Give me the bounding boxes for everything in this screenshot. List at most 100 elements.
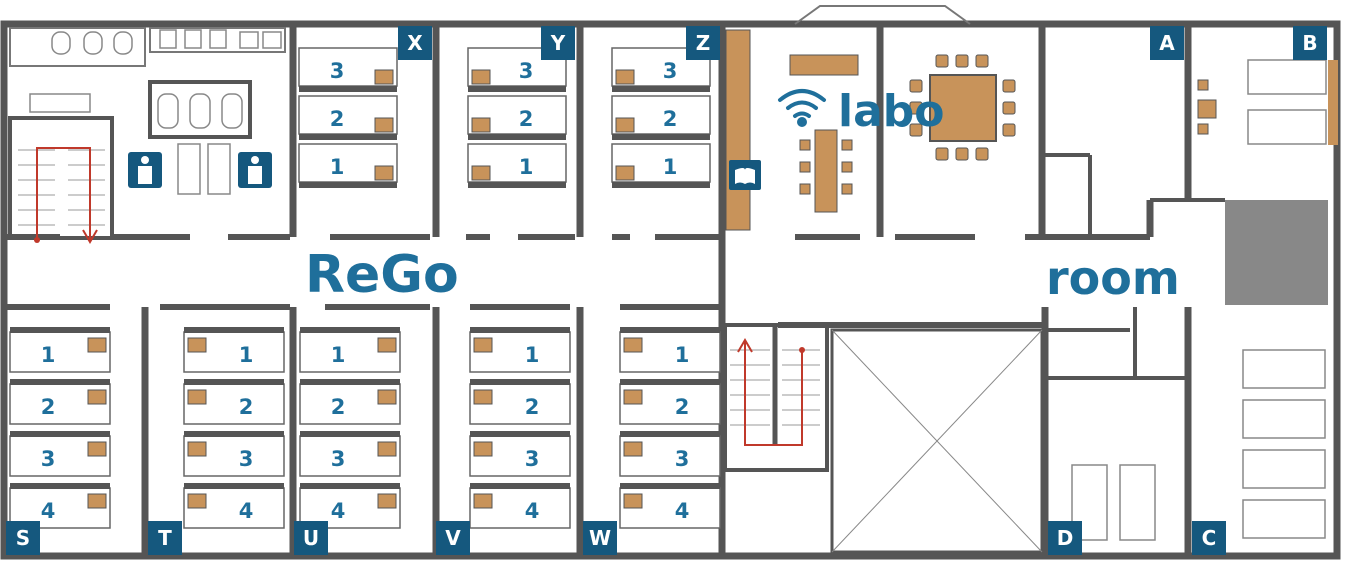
desk [87, 389, 107, 405]
block-badge: T [148, 521, 182, 555]
bed-shelf [620, 483, 720, 489]
room-badge-d: D [1048, 521, 1082, 555]
void-area [830, 328, 1044, 554]
bed-number: 4 [675, 499, 690, 523]
bed-shelf [299, 86, 397, 92]
desk [473, 441, 493, 457]
bed-number: 2 [675, 395, 690, 419]
bed-number: 2 [331, 395, 346, 419]
room-badge-c: C [1192, 521, 1226, 555]
bed-number: 1 [519, 155, 534, 179]
bed-shelf [10, 483, 110, 489]
desk [377, 337, 397, 353]
bed-shelf [184, 379, 284, 385]
corridor-label: ReGo [305, 245, 459, 305]
bed-shelf [300, 431, 400, 437]
bed-shelf [612, 86, 710, 92]
block-letter: Z [696, 31, 711, 55]
desk [623, 389, 643, 405]
bed-shelf [468, 86, 566, 92]
bed-shelf [468, 182, 566, 188]
bed-number: 3 [330, 59, 345, 83]
bed-shelf [184, 327, 284, 333]
desk [187, 337, 207, 353]
bed-shelf [470, 327, 570, 333]
bed-number: 1 [330, 155, 345, 179]
desk [187, 389, 207, 405]
block-letter: U [303, 526, 319, 550]
room-badge-a: A [1150, 26, 1184, 60]
desk [87, 337, 107, 353]
stairs-icon [8, 116, 114, 244]
desk [377, 389, 397, 405]
labo-label: labo [838, 86, 945, 137]
bed-shelf [620, 431, 720, 437]
bed-shelf [470, 431, 570, 437]
block-badge: W [583, 521, 617, 555]
bed-shelf [468, 134, 566, 140]
bed-block-u: 1 2 3 4U [294, 327, 401, 555]
desk [615, 165, 635, 181]
bed-number: 2 [663, 107, 678, 131]
desk [473, 493, 493, 509]
partition-walls [141, 24, 1192, 556]
block-badge: Z [686, 26, 720, 60]
desk [615, 69, 635, 85]
desk [374, 165, 394, 181]
room-letter: B [1302, 31, 1317, 55]
stairs-icon [723, 323, 829, 472]
bed-number: 4 [525, 499, 540, 523]
desk [471, 117, 491, 133]
desk [187, 493, 207, 509]
bed-shelf [300, 327, 400, 333]
wifi-icon [778, 89, 826, 127]
room-letter: A [1159, 31, 1175, 55]
desk [374, 69, 394, 85]
bed-number: 3 [331, 447, 346, 471]
bed-shelf [620, 379, 720, 385]
desk [471, 165, 491, 181]
labo-area [725, 5, 1016, 231]
bed-shelf [10, 379, 110, 385]
desk [615, 117, 635, 133]
bed-number: 2 [519, 107, 534, 131]
bed-number: 2 [330, 107, 345, 131]
block-letter: Y [550, 31, 566, 55]
restroom-area [9, 27, 286, 195]
desk [623, 337, 643, 353]
room-letter: D [1057, 526, 1074, 550]
bed-number: 4 [239, 499, 254, 523]
room-badge-b: B [1293, 26, 1327, 60]
bed-number: 1 [525, 343, 540, 367]
block-letter: V [445, 526, 461, 550]
bed-number: 3 [239, 447, 254, 471]
block-badge: V [436, 521, 470, 555]
bed-shelf [470, 483, 570, 489]
block-letter: T [158, 526, 172, 550]
block-letter: W [589, 526, 611, 550]
outer-walls [0, 20, 1341, 560]
bed-shelf [300, 483, 400, 489]
bed-number: 4 [41, 499, 56, 523]
bed-shelf [10, 327, 110, 333]
bed-number: 2 [41, 395, 56, 419]
room-label: room [1046, 251, 1180, 305]
bed-number: 4 [331, 499, 346, 523]
block-badge: U [294, 521, 328, 555]
desk [87, 441, 107, 457]
bed-shelf [470, 379, 570, 385]
restroom-icon [128, 152, 272, 188]
desk [374, 117, 394, 133]
bed-number: 2 [239, 395, 254, 419]
bed-shelf [300, 379, 400, 385]
bed-number: 1 [331, 343, 346, 367]
book-icon [729, 160, 761, 190]
bed-shelf [299, 134, 397, 140]
desk [473, 337, 493, 353]
